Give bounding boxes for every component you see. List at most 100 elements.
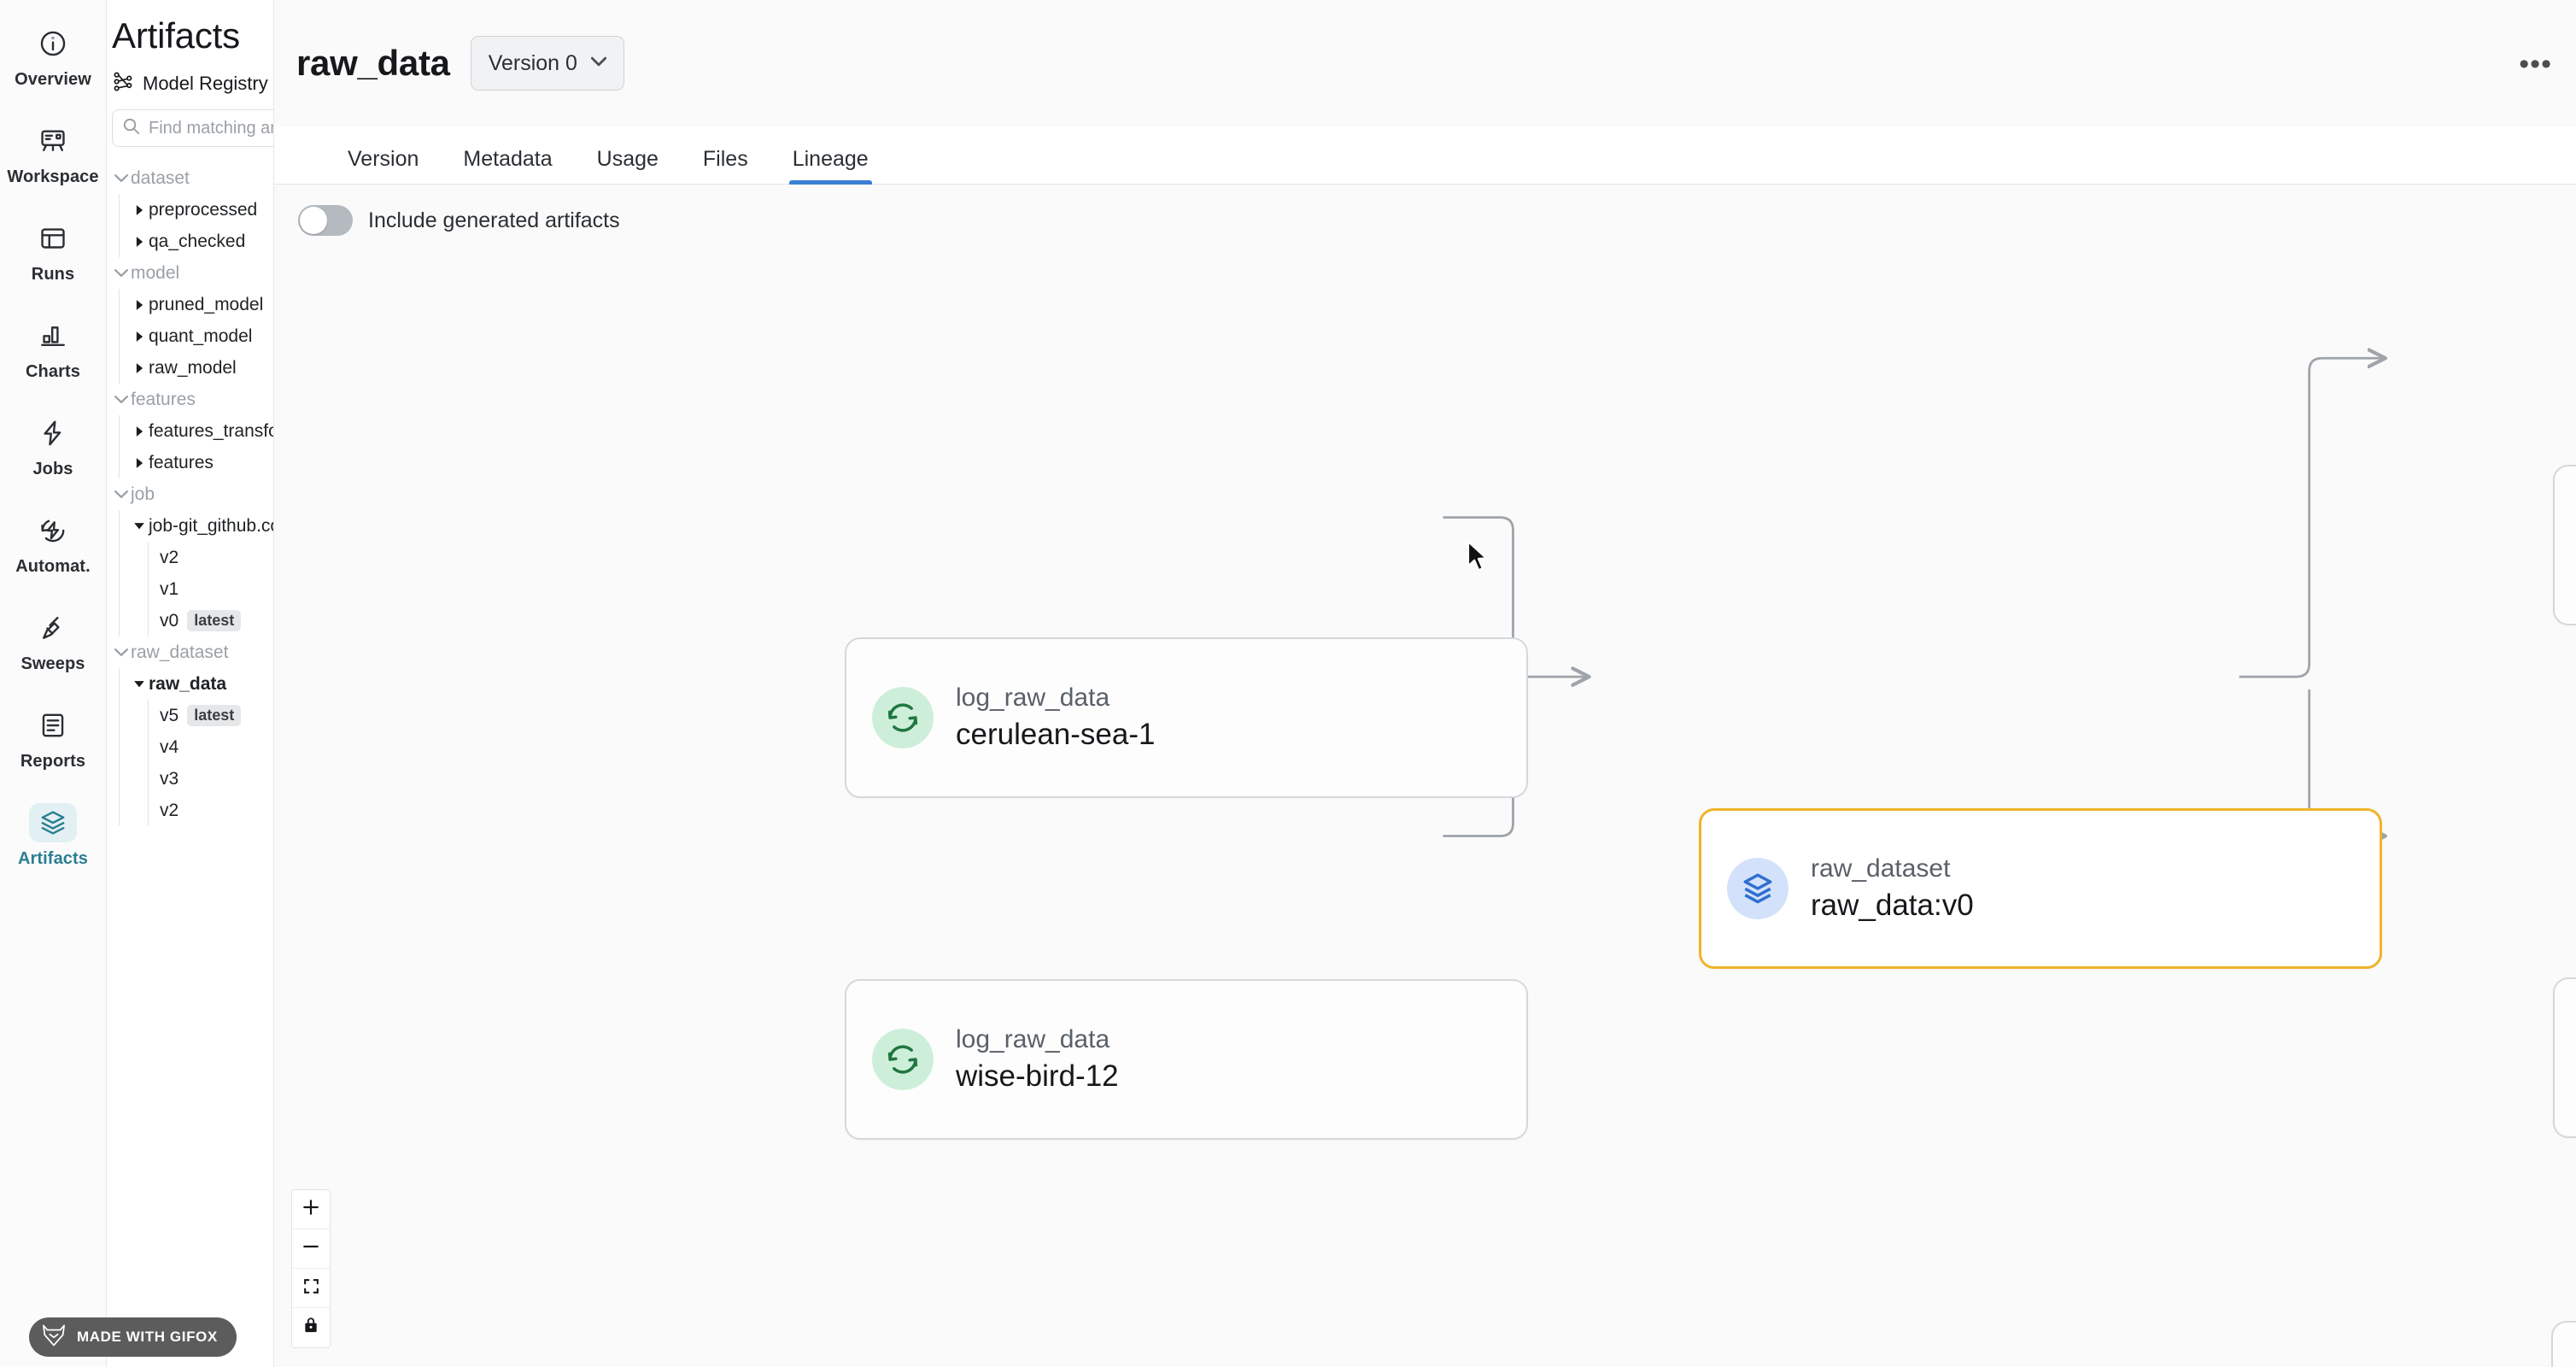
zoom-in-button[interactable] (292, 1190, 330, 1229)
tab-usage[interactable]: Usage (596, 147, 659, 171)
tree-item-quant_model[interactable]: quant_model (130, 320, 273, 352)
tab-version[interactable]: Version (348, 147, 419, 171)
tree-item-preprocessed[interactable]: preprocessed (130, 194, 273, 226)
artifact-tabs: Version Metadata Usage Files Lineage (274, 126, 2576, 185)
tree-group-job[interactable]: job (112, 478, 273, 510)
tree-version-v4[interactable]: v4 (160, 731, 273, 763)
tree-group-label: dataset (131, 167, 190, 188)
model-registry-link[interactable]: Model Registry → (107, 56, 273, 97)
rail-item-overview[interactable]: Overview (10, 15, 97, 94)
caret-down-icon (130, 521, 149, 531)
tab-metadata[interactable]: Metadata (463, 147, 553, 171)
run-icon (872, 1029, 934, 1090)
tree-group-model[interactable]: model (112, 257, 273, 289)
model-registry-icon (112, 70, 135, 97)
rail-item-automat[interactable]: Automat. (10, 502, 97, 581)
tree-item-raw_model[interactable]: raw_model (130, 352, 273, 384)
rail-item-jobs[interactable]: Jobs (10, 405, 97, 484)
model-registry-label: Model Registry → (143, 73, 273, 94)
tab-lineage[interactable]: Lineage (770, 148, 891, 185)
zoom-out-icon (302, 1237, 320, 1260)
caret-right-icon (130, 204, 149, 216)
tree-version-v1[interactable]: v1 (160, 573, 273, 605)
layers-icon (29, 803, 77, 842)
rail-item-label: Automat. (15, 557, 91, 576)
chevron-down-icon (112, 268, 131, 278)
rail-item-label: Reports (20, 752, 86, 771)
tree-item-label: raw_data (149, 673, 227, 694)
zoom-in-icon (302, 1198, 320, 1221)
rail-item-label: Workspace (7, 167, 99, 186)
bar-chart-icon (29, 316, 77, 355)
gifox-watermark: MADE WITH GIFOX (29, 1317, 237, 1357)
tree-group-children: raw_data v5 latest v4 v3 v2 (119, 668, 273, 826)
tree-version-v5[interactable]: v5 latest (160, 700, 273, 731)
zoom-out-button[interactable] (292, 1229, 330, 1269)
tab-files[interactable]: Files (702, 147, 748, 171)
workspace-icon (29, 121, 77, 161)
tree-version-v2[interactable]: v2 (160, 542, 273, 573)
include-generated-artifacts-toggle[interactable] (298, 205, 353, 236)
fit-view-button[interactable] (292, 1269, 330, 1308)
tree-item-features[interactable]: features (130, 447, 273, 478)
overflow-menu-button[interactable]: ••• (2519, 48, 2552, 80)
tree-group-raw_dataset[interactable]: raw_dataset (112, 637, 273, 668)
tree-version-label: v5 (160, 705, 179, 725)
rail-item-runs[interactable]: Runs (10, 210, 97, 289)
table-icon (29, 219, 77, 258)
tree-item-qa_checked[interactable]: qa_checked (130, 226, 273, 257)
tree-version-v2[interactable]: v2 (160, 795, 273, 826)
chevron-down-icon (590, 56, 607, 71)
lineage-node-n5[interactable]: data_quadecent- (2553, 977, 2576, 1138)
bolt-icon (29, 414, 77, 453)
rail-item-label: Sweeps (20, 654, 85, 673)
lock-button[interactable] (292, 1308, 330, 1347)
include-generated-artifacts-row[interactable]: Include generated artifacts (298, 205, 620, 236)
version-select[interactable]: Version 0 (470, 36, 624, 91)
tree-group-features[interactable]: features (112, 384, 273, 415)
tree-group-children: features_transformedfeatures (119, 415, 273, 478)
tree-item-jobgit_githubcom_wa[interactable]: job-git_github.com_wa… (130, 510, 273, 542)
caret-right-icon (130, 299, 149, 311)
gifox-watermark-label: MADE WITH GIFOX (77, 1329, 218, 1345)
rail-item-artifacts[interactable]: Artifacts (10, 795, 97, 873)
caret-right-icon (130, 331, 149, 343)
automation-icon (29, 511, 77, 550)
rail-item-charts[interactable]: Charts (10, 308, 97, 386)
tree-versions: v5 latest v4 v3 v2 (148, 700, 273, 826)
tree-group-dataset[interactable]: dataset (112, 162, 273, 194)
lineage-node-type: raw_dataset (1811, 854, 1951, 883)
rail-item-label: Runs (31, 265, 75, 284)
lineage-node-name: raw_data:v0 (1811, 889, 1974, 922)
rail-item-workspace[interactable]: Workspace (7, 113, 99, 191)
tree-item-features_transformed[interactable]: features_transformed (130, 415, 273, 447)
lineage-node-n4[interactable]: data_quaabsurd- (2553, 465, 2576, 625)
tree-group-label: raw_dataset (131, 642, 229, 662)
rail-item-sweeps[interactable]: Sweeps (10, 600, 97, 678)
tree-item-pruned_model[interactable]: pruned_model (130, 289, 273, 320)
lineage-node-text: raw_dataset raw_data:v0 (1811, 852, 1974, 925)
lock-icon (302, 1317, 319, 1339)
search-input[interactable] (149, 118, 273, 138)
latest-badge: latest (187, 610, 242, 631)
tree-item-label: pruned_model (149, 294, 264, 314)
rail-item-reports[interactable]: Reports (10, 697, 97, 776)
report-icon (29, 706, 77, 745)
fox-icon (41, 1323, 67, 1352)
caret-down-icon (130, 679, 149, 689)
latest-badge: latest (187, 705, 242, 726)
lineage-node-n3[interactable]: raw_dataset raw_data:v0 (1699, 808, 2382, 969)
runs-panel-node[interactable]: Runs Search Ru (2551, 1321, 2576, 1367)
tree-version-label: v3 (160, 768, 179, 789)
tree-version-v3[interactable]: v3 (160, 763, 273, 795)
lineage-canvas[interactable]: Include generated artifacts (274, 185, 2576, 1367)
tree-item-raw_data[interactable]: raw_data (130, 668, 273, 700)
artifact-search-box[interactable] (112, 109, 273, 147)
